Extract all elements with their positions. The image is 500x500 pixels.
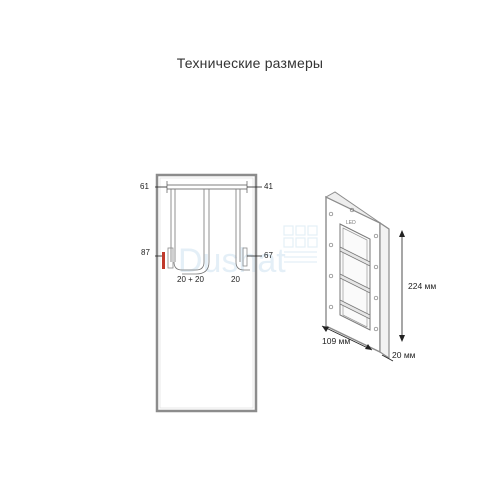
- page-title: Технические размеры: [176, 55, 324, 71]
- fitting-right: [242, 247, 248, 267]
- label-right: 20: [231, 275, 240, 284]
- mounting-holes: [328, 207, 379, 332]
- pipe-left: [170, 189, 176, 262]
- dim-top-right: 41: [264, 182, 273, 191]
- shelf-2: [339, 273, 371, 294]
- front-frame-inner: [159, 177, 254, 409]
- shelf-3: [339, 299, 371, 320]
- label-center: 20 + 20: [177, 275, 204, 284]
- led-label: LED: [346, 220, 356, 226]
- dim-mid-right: 67: [264, 251, 273, 260]
- depth-dim-line: [381, 354, 394, 362]
- dim-mid-left: 87: [141, 248, 150, 257]
- front-frame: [155, 173, 258, 413]
- pipe-right: [235, 189, 250, 271]
- width-dim-line: [321, 325, 373, 351]
- dim-width: 109 мм: [322, 336, 350, 346]
- dim-top-left: 61: [140, 182, 149, 191]
- shelf-1: [339, 246, 371, 267]
- watermark: Dushat: [178, 225, 318, 280]
- watermark-logo-icon: [283, 225, 318, 263]
- box-side-face: [379, 221, 390, 360]
- box-top-face: [324, 191, 390, 230]
- pipe-center: [173, 189, 210, 275]
- dim-height: 224 мм: [408, 281, 436, 291]
- side-view: LED 224 мм 109 мм 20 мм: [321, 191, 436, 362]
- accent-fitting-left: [162, 252, 165, 269]
- front-view: 61 41 87 67 20 + 20 20: [140, 173, 273, 413]
- fitting-left: [167, 247, 174, 269]
- dim-depth: 20 мм: [392, 350, 416, 360]
